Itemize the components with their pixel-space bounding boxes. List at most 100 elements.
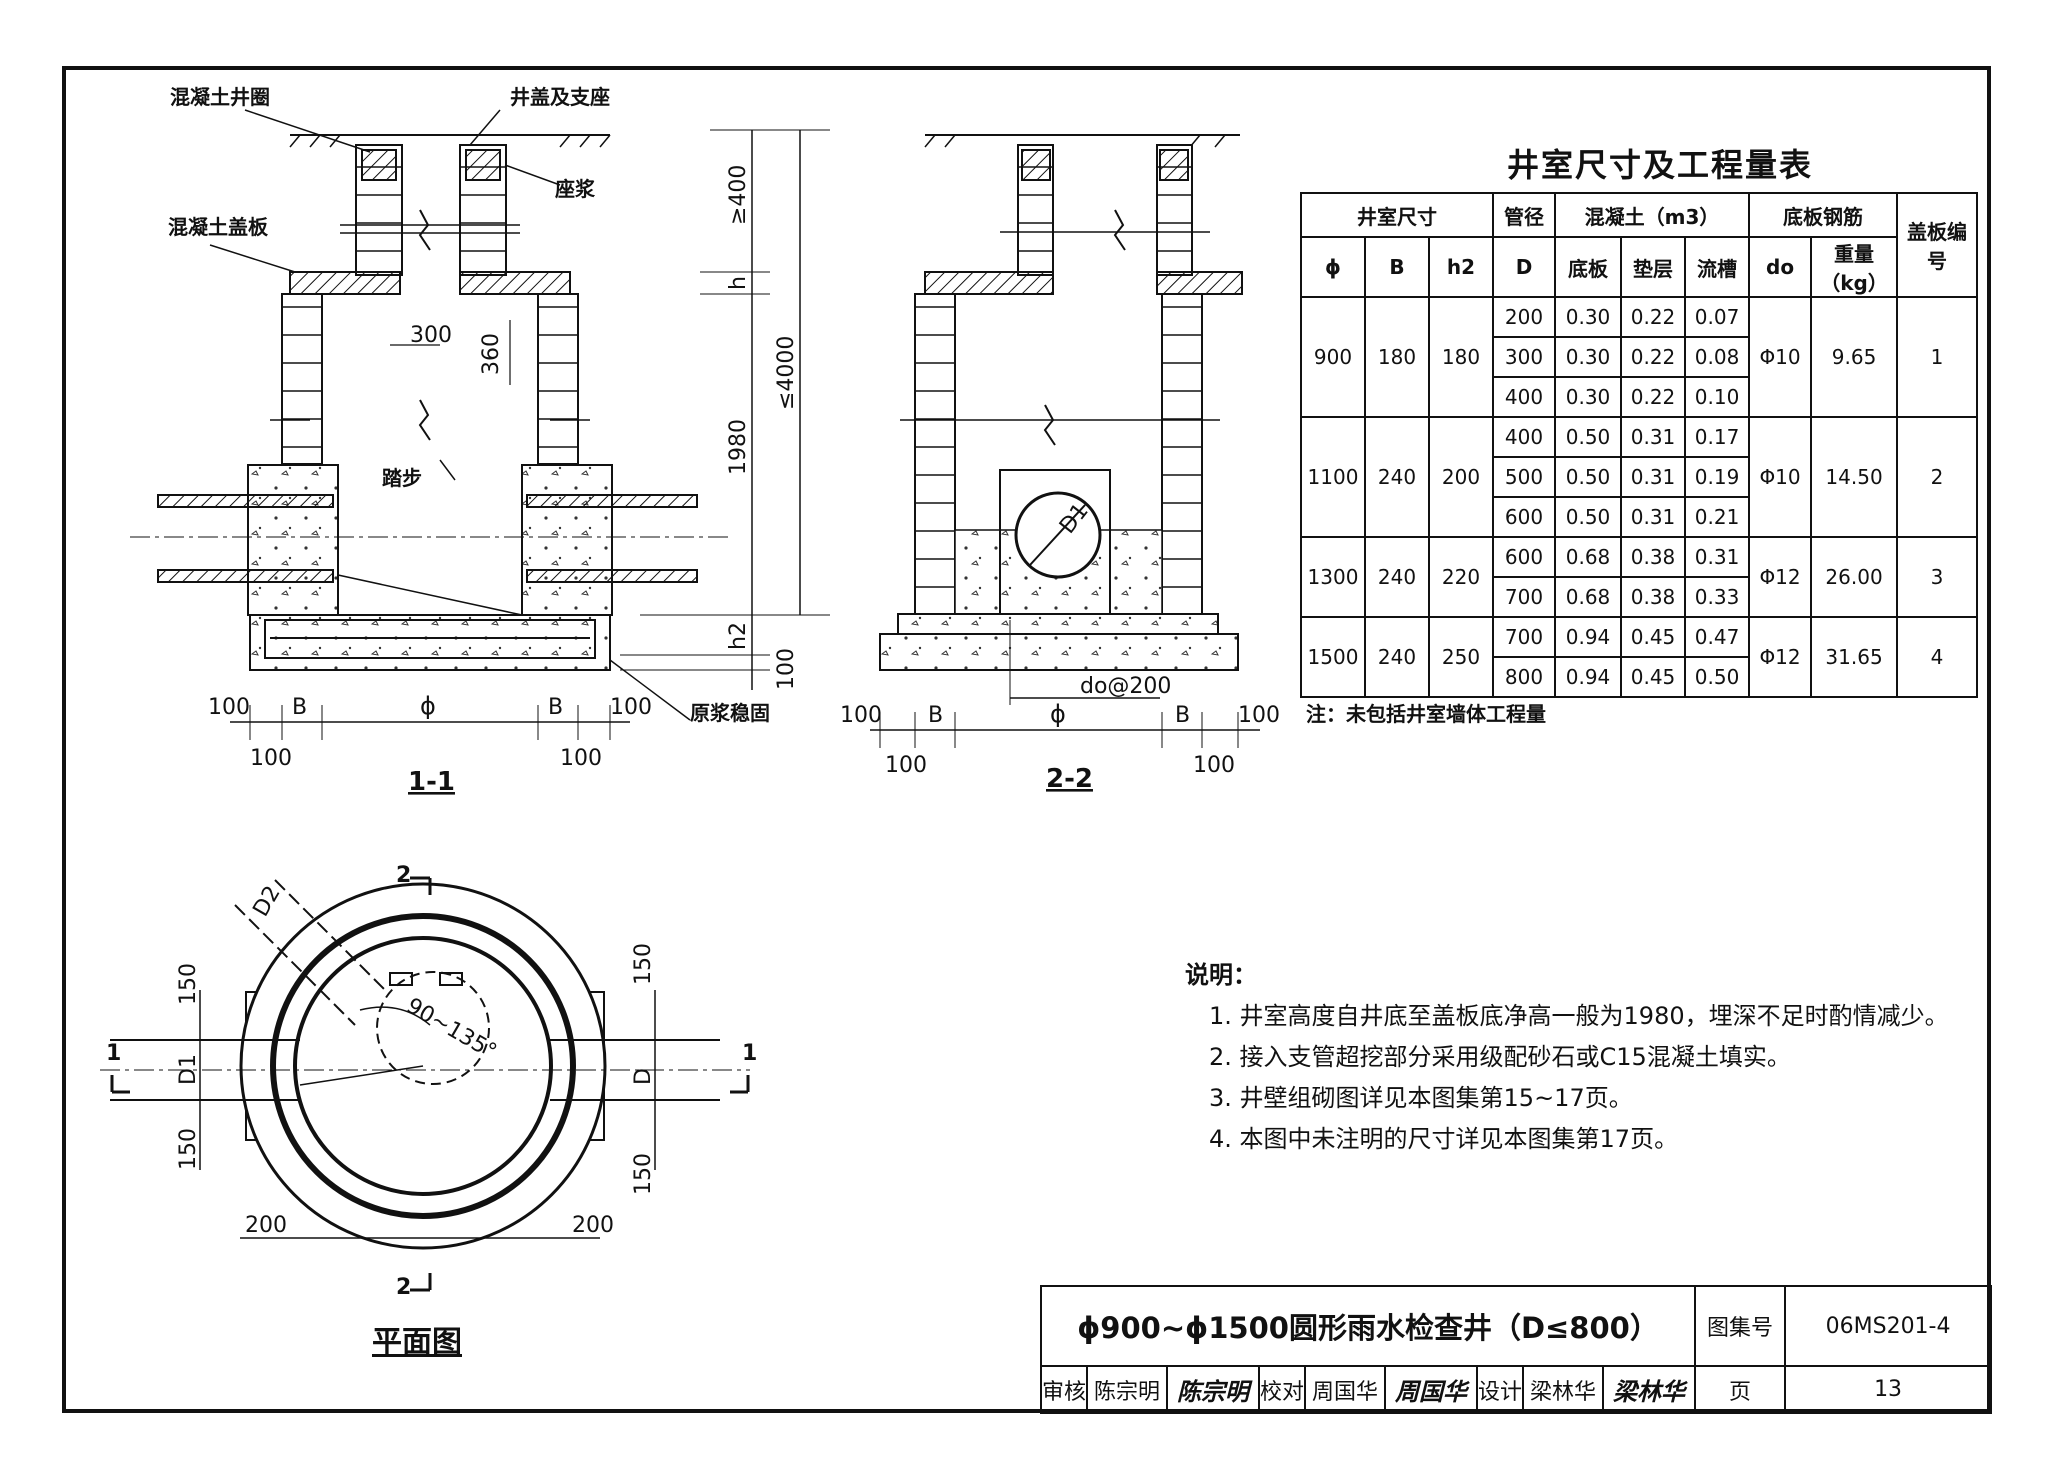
plan-dim-200-r: 200 (572, 1213, 614, 1238)
cell-h2: 220 (1427, 536, 1495, 618)
plan-mark-2-top: 2 (396, 863, 411, 888)
cell-phi: 900 (1300, 296, 1366, 418)
drawing-title: ϕ900~ϕ1500圆形雨水检查井（D≤800） (1039, 1285, 1697, 1367)
cell-slab-no: 1 (1896, 296, 1979, 418)
section-1-1: 混凝土井圈 井盖及支座 座浆 混凝土盖板 踏步 原浆稳固 300 360 ≥40… (130, 85, 830, 797)
dim-do200: do@200 (1080, 674, 1171, 699)
cell-slab-no: 3 (1896, 536, 1979, 618)
header-col: 垫层 (1620, 236, 1687, 298)
plan-dim-D1: D1 (176, 1054, 201, 1085)
cell-cushion: 0.22 (1620, 296, 1687, 338)
check-name: 周国华 (1304, 1365, 1386, 1414)
review-signature: 陈宗明 (1166, 1365, 1260, 1414)
cell-h2: 180 (1427, 296, 1495, 418)
header-group-rebar: 底板钢筋 (1748, 192, 1899, 238)
cell-rebar: Φ10 (1748, 416, 1813, 538)
header-group-dims: 井室尺寸 (1299, 192, 1495, 238)
header-col: ϕ (1300, 236, 1366, 298)
check-label: 校对 (1258, 1365, 1306, 1414)
cell-base: 0.68 (1554, 576, 1623, 618)
plan-dim-200-l: 200 (245, 1213, 287, 1238)
note-item: 3. 井壁组砌图详见本图集第15~17页。 (1209, 1084, 1633, 1112)
dim-100-2l: 100 (840, 703, 882, 728)
dim-100-2r: 100 (1238, 703, 1280, 728)
table-header-row: 井室尺寸 管径 混凝土（m3） 底板钢筋 盖板编号 (1299, 192, 1979, 298)
page-number: 13 (1784, 1365, 1993, 1414)
plan-view: 150 D1 150 150 D 150 200 200 D2 90~135° … (100, 863, 757, 1360)
dim-phi-1: ϕ (420, 692, 436, 720)
cell-base: 0.68 (1554, 536, 1623, 578)
table-row: 800 0.94 0.45 0.50 (1301, 656, 1977, 698)
cell-rebar: Φ10 (1748, 296, 1813, 418)
design-signature-text: 梁林华 (1613, 1378, 1686, 1406)
plan-dim-D: D (631, 1068, 656, 1085)
cell-base: 0.30 (1554, 336, 1623, 378)
review-name: 陈宗明 (1086, 1365, 1168, 1414)
header-col: 重量（kg） (1810, 236, 1899, 298)
section-title-1-1: 1-1 (408, 767, 455, 797)
cell-rebar: Φ12 (1748, 536, 1813, 618)
cell-rebar: Φ12 (1748, 616, 1813, 698)
dim-ge400: ≥400 (726, 165, 751, 225)
header-col: 底板 (1554, 236, 1623, 298)
cell-weight: 14.50 (1810, 416, 1899, 538)
review-label: 审核 (1040, 1365, 1088, 1414)
dim-300: 300 (410, 323, 452, 348)
cell-slab-no: 4 (1896, 616, 1979, 698)
dim-100-2br: 100 (1193, 753, 1235, 778)
cell-D: 400 (1492, 376, 1557, 418)
cell-cushion: 0.38 (1620, 536, 1687, 578)
cell-D: 500 (1492, 456, 1557, 498)
atlas-number: 06MS201-4 (1784, 1285, 1993, 1367)
header-group-concrete: 混凝土（m3） (1554, 192, 1751, 238)
cell-D: 600 (1492, 496, 1557, 538)
cell-B: 240 (1364, 416, 1430, 538)
note-item: 4. 本图中未注明的尺寸详见本图集第17页。 (1209, 1125, 1679, 1153)
dim-360: 360 (479, 333, 504, 375)
sheet-frame (62, 66, 1991, 1413)
table-note: 注：未包括井室墙体工程量 (1306, 702, 1546, 726)
table-row: 300 0.30 0.22 0.08 (1301, 336, 1977, 378)
cell-channel: 0.47 (1684, 616, 1751, 658)
quantity-table: 井室尺寸 管径 混凝土（m3） 底板钢筋 盖板编号 ϕ B h2 D 底板 垫层… (1299, 192, 1979, 698)
cell-base: 0.94 (1554, 616, 1623, 658)
header-group-pipe: 管径 (1492, 192, 1557, 238)
dim-B-2r: B (1175, 703, 1190, 728)
dim-h: h (726, 276, 751, 290)
cell-channel: 0.31 (1684, 536, 1751, 578)
dim-B-l: B (292, 695, 307, 720)
plan-dim-D2: D2 (249, 882, 286, 921)
cell-channel: 0.50 (1684, 656, 1751, 698)
check-signature-text: 周国华 (1395, 1378, 1467, 1406)
section-2-2: D1 do@200 100 B ϕ B 100 100 100 2-2 (840, 134, 1280, 794)
table-row: 500 0.50 0.31 0.19 (1301, 456, 1977, 498)
cell-channel: 0.19 (1684, 456, 1751, 498)
header-col: 流槽 (1684, 236, 1751, 298)
plan-mark-1-right: 1 (742, 1041, 757, 1066)
header-col: D (1492, 236, 1557, 298)
cell-weight: 26.00 (1810, 536, 1899, 618)
table-row: 1100 240 200 400 0.50 0.31 0.17 Φ10 14.5… (1300, 416, 1979, 538)
table-row: 1300 240 220 600 0.68 0.38 0.31 Φ12 26.0… (1300, 536, 1979, 618)
cell-base: 0.50 (1554, 496, 1623, 538)
cell-phi: 1300 (1300, 536, 1366, 618)
cell-phi: 1100 (1300, 416, 1366, 538)
label-stabilize: 原浆稳固 (690, 701, 770, 725)
cell-cushion: 0.31 (1620, 496, 1687, 538)
dim-1980: 1980 (726, 419, 751, 475)
design-signature: 梁林华 (1601, 1365, 1697, 1414)
cell-cushion: 0.38 (1620, 576, 1687, 618)
table-row: 1500 240 250 700 0.94 0.45 0.47 Φ12 31.6… (1300, 616, 1979, 698)
design-label: 设计 (1476, 1365, 1524, 1414)
cell-slab-no: 2 (1896, 416, 1979, 538)
header-col: do (1748, 236, 1813, 298)
cell-cushion: 0.31 (1620, 416, 1687, 458)
cell-B: 240 (1364, 616, 1430, 698)
dim-B-2l: B (928, 703, 943, 728)
cell-D: 400 (1492, 416, 1557, 458)
dim-B-r: B (548, 695, 563, 720)
page-label: 页 (1694, 1365, 1787, 1414)
header-col: B (1364, 236, 1430, 298)
notes-title: 说明： (1185, 961, 1257, 989)
